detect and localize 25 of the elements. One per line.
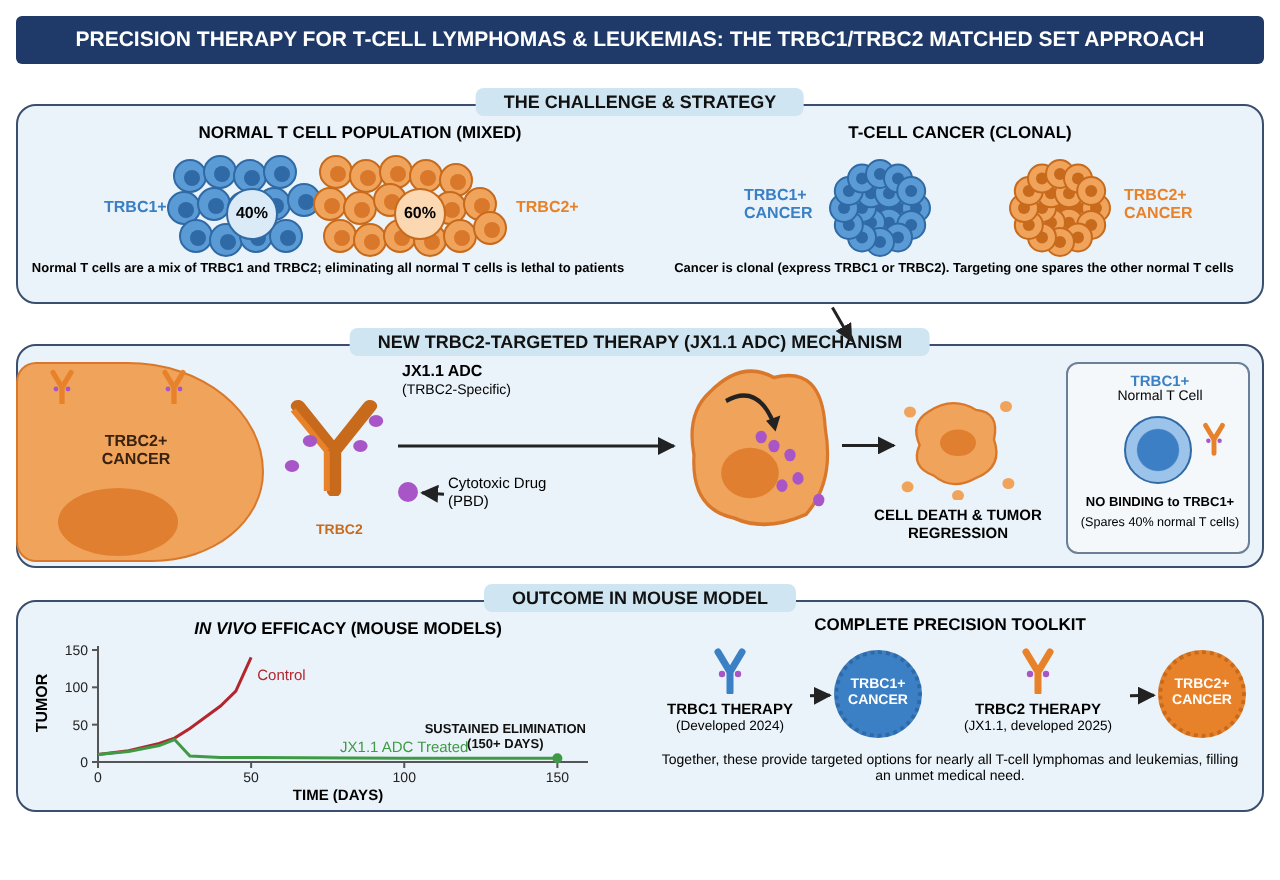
arrow (842, 436, 896, 455)
t-cell-circle (1124, 416, 1192, 484)
axis-title: TUMOR (33, 671, 51, 737)
cell-label: TRBC2+ CANCER (99, 432, 173, 468)
arrow (831, 306, 853, 343)
arrow (809, 686, 832, 705)
subheading: T-CELL CANCER (CLONAL) (846, 122, 1074, 142)
cell-type-label: TRBC2+ CANCER (1124, 188, 1195, 224)
chart-title: IN VIVO EFFICACY (MOUSE MODELS) (192, 618, 504, 638)
arrow (1129, 686, 1156, 705)
section-heading: THE CHALLENGE & STRATEGY (475, 88, 805, 116)
drug-dot (398, 482, 418, 502)
title-banner: PRECISION THERAPY FOR T-CELL LYMPHOMAS & LEUKEMIAS: THE TRBC1/TRBC2 MATCHED SET APPROACH (16, 16, 1264, 64)
arrow (398, 437, 676, 455)
section-heading: NEW TRBC2-TARGETED THERAPY (JX1.1 ADC) MECHANISM (349, 328, 931, 356)
caption-text: JX1.1 ADC (402, 362, 485, 380)
section-heading: OUTCOME IN MOUSE MODEL (484, 584, 796, 612)
cancer-cell (16, 362, 264, 562)
cell-type-label: TRBC2+ (516, 198, 581, 216)
leader-arrow (420, 484, 445, 503)
cell-type-label: TRBC1+ (104, 198, 169, 216)
inset-panel (1066, 362, 1250, 554)
subheading: NORMAL T CELL POPULATION (MIXED) (196, 122, 524, 142)
cell-type-label: TRBC1+ CANCER (744, 188, 815, 224)
subheading: COMPLETE PRECISION TOOLKIT (812, 614, 1088, 634)
